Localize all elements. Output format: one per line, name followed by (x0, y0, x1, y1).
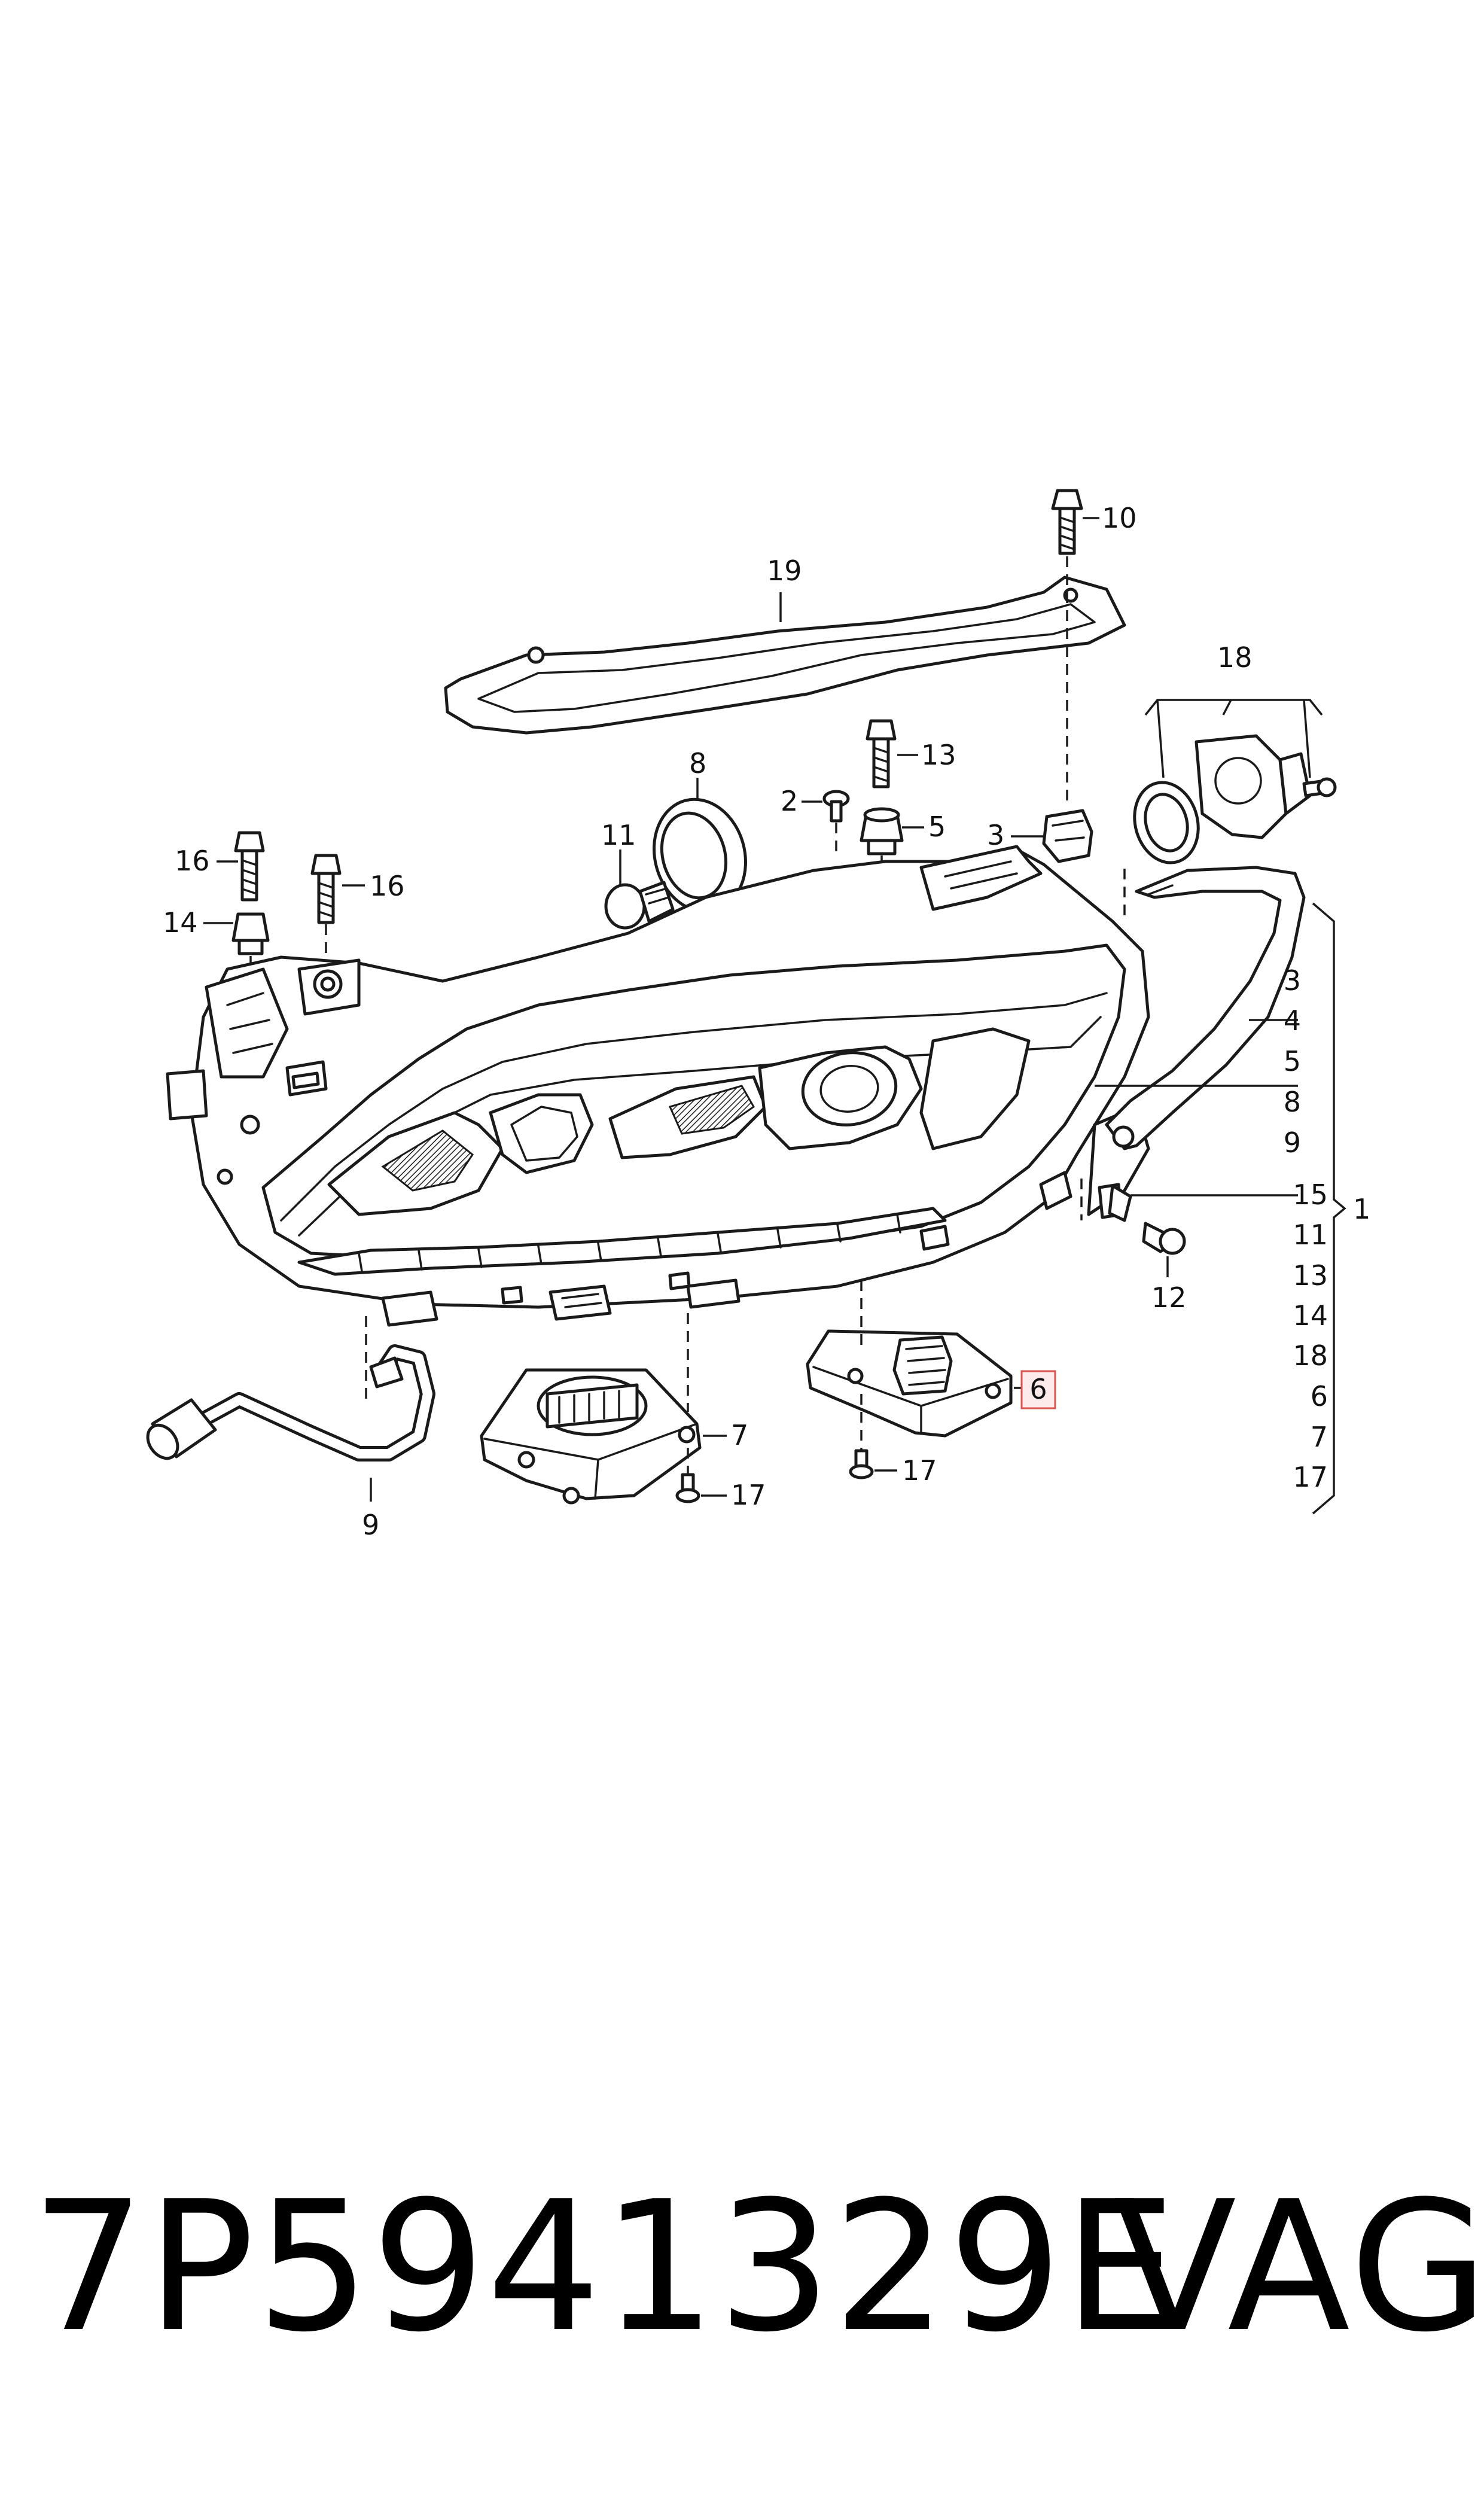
bracket-item: 3 (1284, 964, 1301, 997)
callout-13-top: 13 (921, 739, 956, 771)
callout-14-top: 14 (163, 906, 198, 939)
bracket-item: 6 (1311, 1380, 1328, 1412)
callout-17-right: 17 (902, 1454, 937, 1487)
part-1-headlamp-assembly (166, 845, 1150, 1327)
callout-11-top: 11 (601, 819, 636, 851)
callout-2: 2 (781, 785, 798, 817)
bracket-list: 3 4 5 8 9 15 11 13 14 18 6 7 17 (1284, 964, 1328, 1493)
bracket-item: 11 (1293, 1219, 1328, 1251)
part-5-grommet (860, 807, 904, 855)
part-4-trim-strip (1105, 866, 1306, 1150)
callout-12: 12 (1151, 1281, 1187, 1314)
callout-17-left: 17 (731, 1479, 766, 1511)
part-7-ballast (480, 1368, 702, 1505)
callout-8-top: 8 (689, 747, 706, 780)
part-9-cable (146, 1344, 435, 1462)
callout-19: 19 (767, 555, 802, 587)
part-8-seal (652, 797, 748, 914)
part-14-nut (231, 912, 270, 955)
callout-3-top: 3 (987, 819, 1004, 851)
part-3-clip (1042, 809, 1093, 863)
brace (1312, 902, 1346, 1515)
bracket-item: 15 (1293, 1179, 1328, 1211)
part-10-screw (1051, 489, 1083, 555)
part-17-screw-right (849, 1449, 874, 1479)
callout-7: 7 (731, 1419, 748, 1451)
callout-6: 6 (1029, 1373, 1047, 1405)
bracket-item: 13 (1293, 1259, 1328, 1292)
bracket-item: 8 (1284, 1086, 1301, 1118)
bracket-item: 14 (1293, 1299, 1328, 1332)
part-17-screw-left (675, 1473, 700, 1503)
callout-16-right: 16 (370, 870, 405, 902)
callout-10: 10 (1102, 502, 1137, 534)
part-2-pin (822, 790, 850, 823)
callout-16-left: 16 (175, 845, 210, 877)
bracket-item: 9 (1284, 1126, 1301, 1159)
highlighted-callout-6: 6 (1020, 1370, 1056, 1409)
bracket-item: 18 (1293, 1339, 1328, 1372)
part-19-upper-bracket (444, 576, 1126, 735)
part-13-screw (866, 719, 897, 788)
bracket-item: 4 (1284, 1004, 1301, 1037)
part-18-module (1133, 699, 1337, 864)
part-number: 7P5941329E (31, 2163, 1178, 2371)
part-6-control-unit (806, 1329, 1013, 1438)
callout-1: 1 (1353, 1193, 1370, 1225)
callout-9: 9 (362, 1509, 379, 1541)
bracket-item: 7 (1311, 1421, 1328, 1453)
part-16-screw-left (234, 831, 265, 902)
brand-name: VAG (1114, 2163, 1484, 2371)
part-16-screw-right (310, 854, 342, 924)
callout-18-top: 18 (1217, 641, 1253, 674)
part-15-clip (1098, 1183, 1132, 1222)
part-12-screw (1142, 1222, 1186, 1255)
part-11-bulb (604, 881, 675, 930)
bracket-item: 17 (1293, 1461, 1328, 1493)
callout-5-top: 5 (928, 811, 946, 843)
bracket-item: 5 (1284, 1045, 1301, 1077)
